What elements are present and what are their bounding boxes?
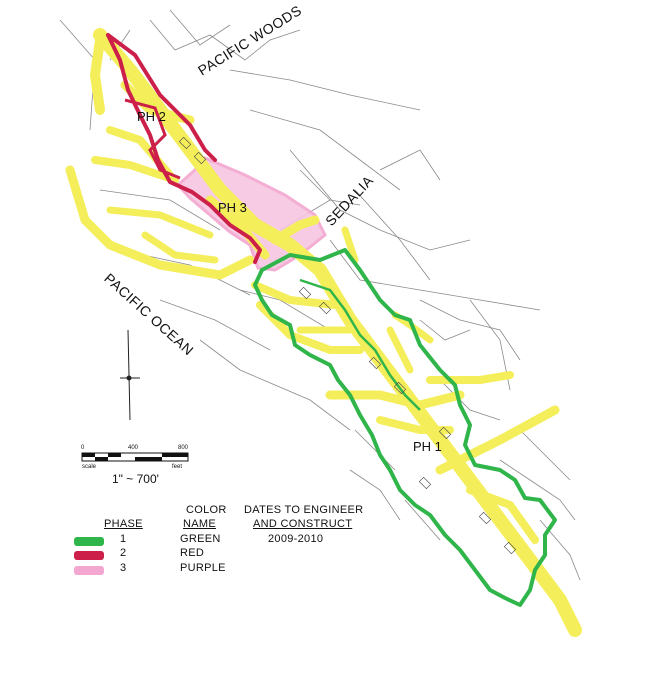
legend-phase-3: 3 [120, 562, 127, 574]
phase1-inner [299, 278, 421, 411]
phase2-outline [106, 33, 262, 264]
legend-color-green: GREEN [180, 533, 221, 545]
scale-tick-400: 400 [128, 445, 139, 451]
scale-ratio: 1" ~ 700' [112, 472, 159, 486]
legend-swatch-green [74, 537, 104, 546]
label-ph1: PH 1 [413, 439, 442, 454]
scale-caption-left: scale [82, 464, 97, 470]
scale-bar [81, 452, 189, 462]
legend-color-red: RED [180, 547, 205, 559]
label-ph3: PH 3 [218, 200, 247, 215]
legend-color-header-2: NAME [183, 518, 216, 530]
north-arrow [120, 329, 140, 421]
scale-caption-right: feet [172, 464, 183, 470]
phase2-inner [124, 98, 181, 180]
scale-tick-0: 0 [81, 445, 85, 451]
label-ph2: PH 2 [137, 109, 166, 124]
legend-color-purple: PURPLE [180, 562, 226, 574]
legend-color-header-1: COLOR [186, 504, 227, 516]
legend-dates-value: 2009-2010 [268, 533, 324, 545]
legend-swatch-red [74, 551, 104, 560]
legend-swatch-purple [74, 566, 104, 575]
scale-tick-800: 800 [178, 445, 189, 451]
legend-phase-header: PHASE [104, 518, 143, 530]
lot-outlines [178, 136, 517, 555]
legend-phase-1: 1 [120, 533, 127, 545]
phase1-outline [253, 248, 557, 607]
legend-phase-2: 2 [120, 547, 127, 559]
legend-dates-header-2: AND CONSTRUCT [253, 518, 353, 530]
legend-dates-header-1: DATES TO ENGINEER [244, 504, 364, 516]
